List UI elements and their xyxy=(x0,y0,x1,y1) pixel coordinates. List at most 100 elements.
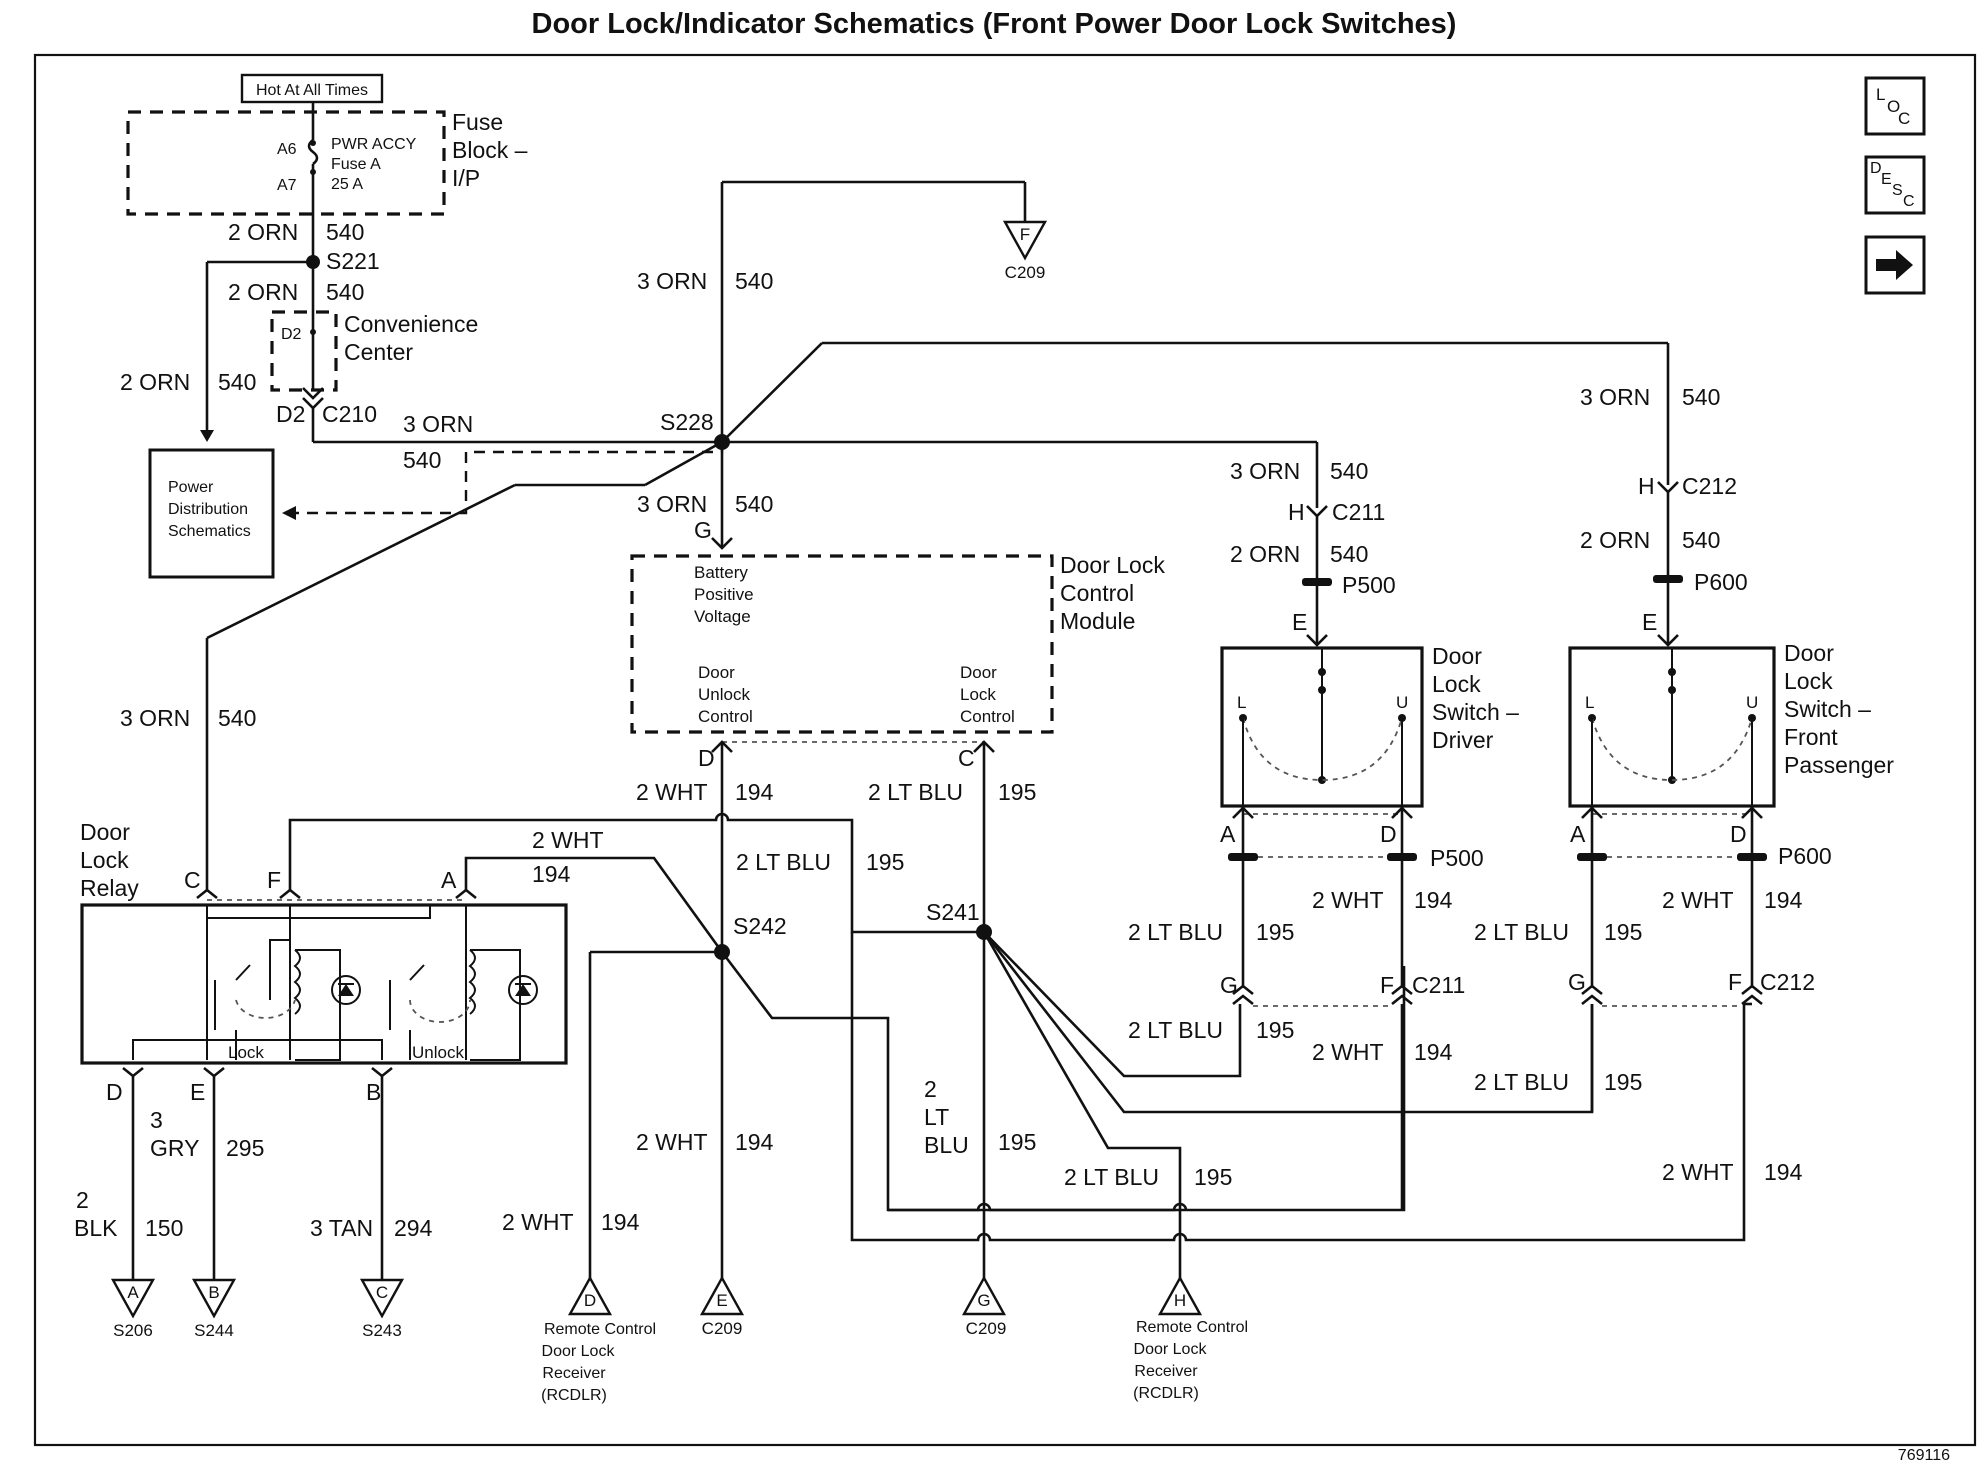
relay-name-3: Relay xyxy=(80,875,139,901)
fuse-pin-a6: A6 xyxy=(277,141,297,158)
wire-label: 2 LT BLU xyxy=(868,779,963,805)
wire-label: 2 WHT xyxy=(636,1129,708,1155)
circuit-label: 540 xyxy=(326,219,364,245)
svg-text:D: D xyxy=(1870,160,1882,177)
circuit-label: 294 xyxy=(394,1215,433,1241)
dlcm-name-2: Control xyxy=(1060,580,1134,606)
relay-pin-a: A xyxy=(441,867,457,893)
drv-l: L xyxy=(1237,693,1246,712)
drv-u: U xyxy=(1396,693,1408,712)
pass-l: L xyxy=(1585,693,1594,712)
wire-label: 3 ORN xyxy=(1580,384,1650,410)
wire-label: GRY xyxy=(150,1135,199,1161)
drv-name-1: Door xyxy=(1432,643,1482,669)
relay-lock-label: Lock xyxy=(228,1043,264,1062)
wire-label: 2 LT BLU xyxy=(1128,1017,1223,1043)
dlcm-lock-1: Door xyxy=(960,663,997,682)
drv-pin-h: H xyxy=(1288,499,1305,525)
convenience-center-outline xyxy=(270,310,338,392)
svg-text:C: C xyxy=(376,1283,388,1302)
wire-label: 3 xyxy=(150,1107,163,1133)
pass-pin-h: H xyxy=(1638,473,1655,499)
loc-button[interactable]: L O C xyxy=(1864,76,1926,136)
arrow-right-icon xyxy=(1876,250,1913,280)
svg-text:Receiver: Receiver xyxy=(1134,1363,1198,1380)
svg-text:C209: C209 xyxy=(702,1319,743,1338)
wire-label: 2 WHT xyxy=(636,779,708,805)
ref-d-rcdlr[interactable]: D Remote Control Door Lock Receiver (RCD… xyxy=(541,1275,656,1404)
dlcm-unlock-3: Control xyxy=(698,707,753,726)
circuit-label: 540 xyxy=(1682,384,1720,410)
door-lock-control-module xyxy=(630,554,1054,734)
circuit-label: 194 xyxy=(1764,887,1803,913)
pass-c212: C212 xyxy=(1682,473,1737,499)
svg-text:A: A xyxy=(127,1283,139,1302)
ref-a-s206[interactable]: A S206 xyxy=(110,1278,156,1340)
svg-text:(RCDLR): (RCDLR) xyxy=(1133,1385,1199,1402)
svg-text:S: S xyxy=(1892,182,1903,199)
wire-label: 2 LT BLU xyxy=(1128,919,1223,945)
splice-label: S228 xyxy=(660,409,714,435)
svg-text:F: F xyxy=(1020,225,1030,244)
wire-label: 3 ORN xyxy=(637,268,707,294)
svg-text:Door Lock: Door Lock xyxy=(542,1343,616,1360)
ref-g-c209[interactable]: G C209 xyxy=(961,1275,1006,1338)
pass-p600: P600 xyxy=(1694,569,1748,595)
circuit-label: 295 xyxy=(226,1135,264,1161)
wire-label: BLU xyxy=(924,1132,969,1158)
drv-pin-d: D xyxy=(1380,821,1397,847)
dlcm-unlock-1: Door xyxy=(698,663,735,682)
diagram-title: Door Lock/Indicator Schematics (Front Po… xyxy=(531,8,1457,40)
circuit-label: 540 xyxy=(1330,458,1368,484)
wire-label: LT xyxy=(924,1104,949,1130)
svg-text:B: B xyxy=(208,1283,219,1302)
circuit-label: 195 xyxy=(998,1129,1036,1155)
wire-label: 2 WHT xyxy=(1662,1159,1734,1185)
circuit-label: 540 xyxy=(1330,541,1368,567)
pass-u: U xyxy=(1746,693,1758,712)
next-arrow-button[interactable] xyxy=(1864,235,1926,295)
fuse-block-name-1: Fuse xyxy=(452,109,503,135)
wire-label: 3 ORN xyxy=(403,411,473,437)
circuit-label: 194 xyxy=(735,779,774,805)
circuit-label: 540 xyxy=(218,369,256,395)
ref-h-rcdlr[interactable]: H Remote Control Door Lock Receiver (RCD… xyxy=(1133,1275,1248,1402)
ref-f-c209[interactable]: F C209 xyxy=(1002,220,1048,282)
conn-pin: D2 xyxy=(276,401,305,427)
svg-text:C209: C209 xyxy=(1005,263,1046,282)
dlcm-battery-2: Positive xyxy=(694,585,754,604)
pass-pin-a: A xyxy=(1570,821,1586,847)
pass-pin-e: E xyxy=(1642,609,1657,635)
dlcm-lock-3: Control xyxy=(960,707,1015,726)
dlcm-pin-c: C xyxy=(958,745,975,771)
svg-text:Remote Control: Remote Control xyxy=(1136,1319,1248,1336)
wire-label: 2 WHT xyxy=(1662,887,1734,913)
dlcm-lock-2: Lock xyxy=(960,685,996,704)
ref-b-s244[interactable]: B S244 xyxy=(191,1278,237,1340)
svg-text:C: C xyxy=(1898,109,1910,128)
circuit-label: 194 xyxy=(1764,1159,1803,1185)
circuit-label: 195 xyxy=(866,849,904,875)
wire-label: 3 TAN xyxy=(310,1215,373,1241)
pass-name-3: Switch – xyxy=(1784,696,1871,722)
fuse-block-name-2: Block – xyxy=(452,137,528,163)
svg-text:Receiver: Receiver xyxy=(542,1365,606,1382)
pass-name-1: Door xyxy=(1784,640,1834,666)
page-border xyxy=(33,53,1977,1447)
door-lock-relay xyxy=(80,903,568,1065)
dlcm-pin-g: G xyxy=(694,517,712,543)
pass-pin-f: F xyxy=(1728,969,1742,995)
desc-button[interactable]: D E S C xyxy=(1864,155,1926,215)
ref-c-s243[interactable]: C S243 xyxy=(359,1278,405,1340)
drv-c211: C211 xyxy=(1332,499,1385,525)
circuit-label: 194 xyxy=(601,1209,640,1235)
svg-text:D: D xyxy=(584,1291,596,1310)
relay-pin-d: D xyxy=(106,1079,123,1105)
convenience-name-1: Convenience xyxy=(344,311,478,337)
convenience-name-2: Center xyxy=(344,339,413,365)
wire-label: 3 ORN xyxy=(637,491,707,517)
dlcm-unlock-2: Unlock xyxy=(698,685,750,704)
ref-e-c209[interactable]: E C209 xyxy=(699,1275,745,1338)
fuse-desc-1: PWR ACCY xyxy=(331,136,417,153)
